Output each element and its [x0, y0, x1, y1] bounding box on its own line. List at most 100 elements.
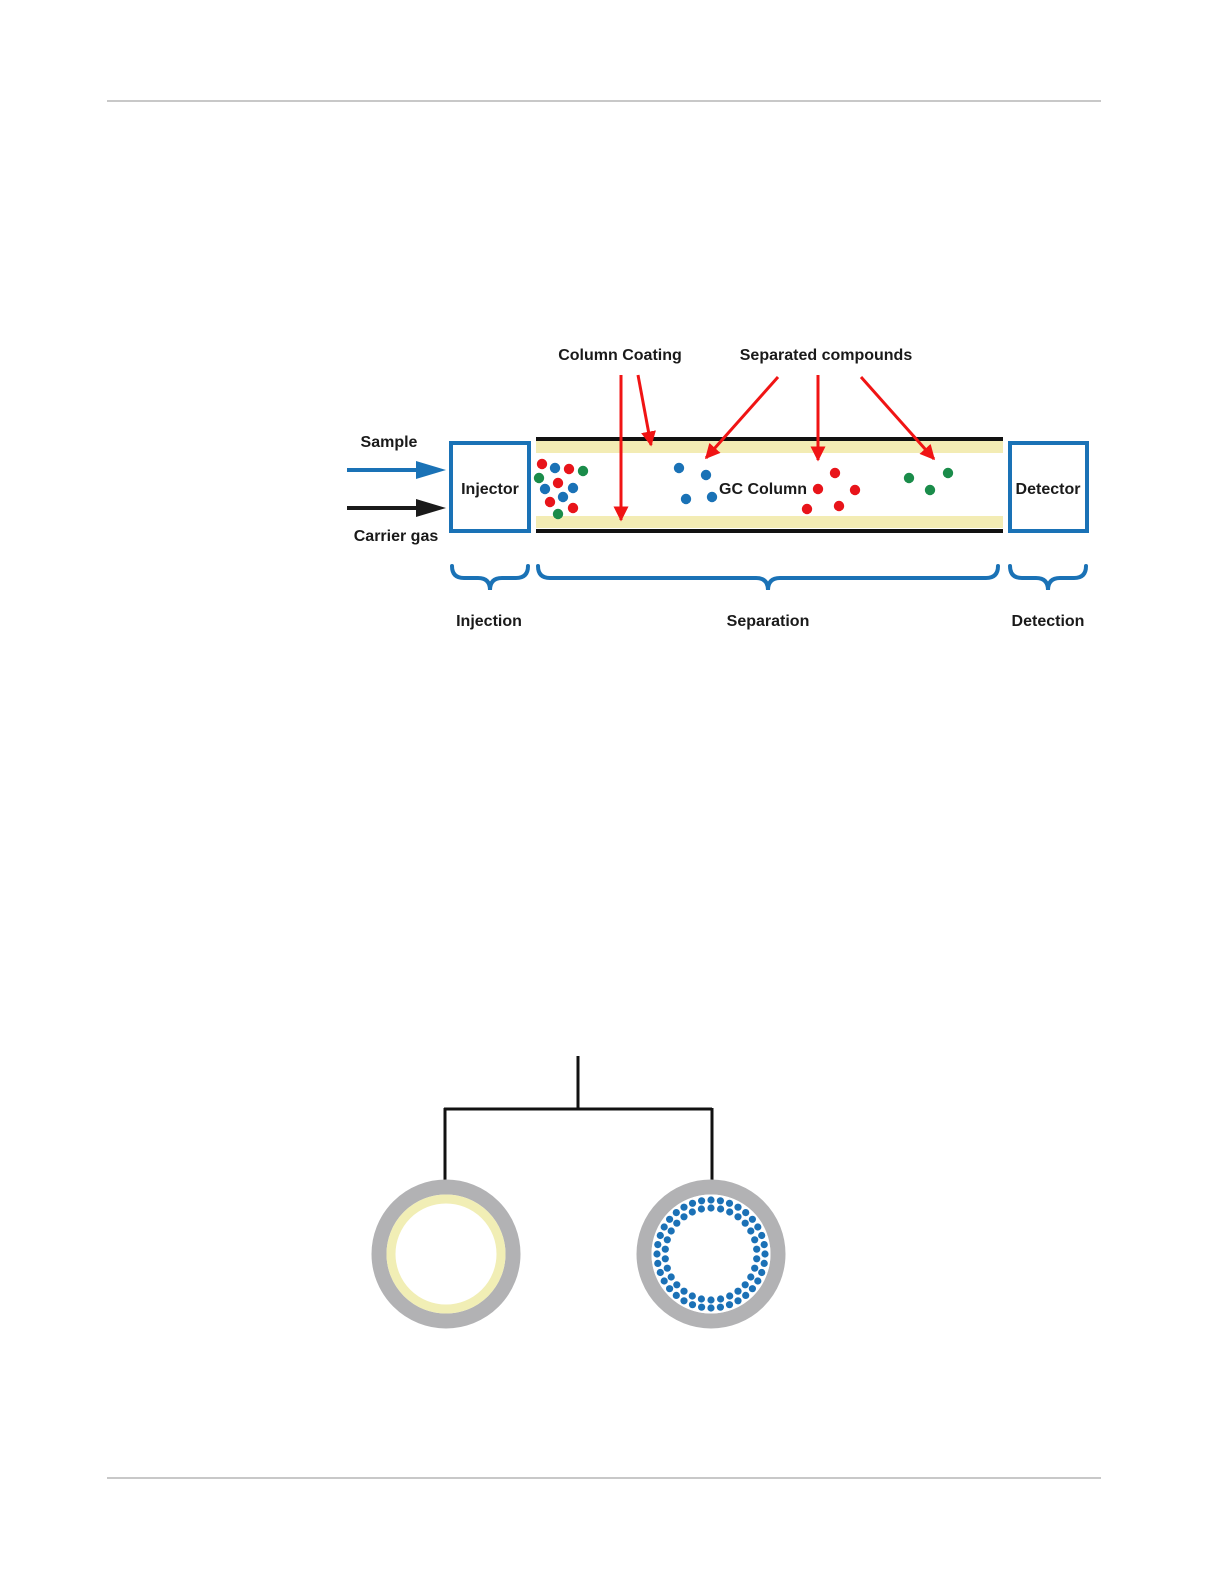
- compound-dot-red: [568, 503, 578, 513]
- particle-dot: [747, 1273, 754, 1280]
- particle-dot: [668, 1227, 675, 1234]
- particle-dot: [751, 1236, 758, 1243]
- particle-dot: [717, 1205, 724, 1212]
- compound-dot-blue: [707, 492, 717, 502]
- particle-dot: [734, 1213, 741, 1220]
- compound-dot-blue: [681, 494, 691, 504]
- tree-connector: [444, 1056, 712, 1181]
- particle-dot: [698, 1197, 705, 1204]
- particle-dot: [673, 1209, 680, 1216]
- compound-dot-red: [802, 504, 812, 514]
- particle-dot: [761, 1241, 768, 1248]
- particle-dot: [661, 1223, 668, 1230]
- particle-dot: [753, 1246, 760, 1253]
- compound-dot-blue: [558, 492, 568, 502]
- compound-dot-red: [813, 484, 823, 494]
- wall-coated-column-icon: [379, 1187, 513, 1321]
- particle-dot: [698, 1304, 705, 1311]
- particle-dot: [754, 1223, 761, 1230]
- particle-dot: [742, 1292, 749, 1299]
- particle-dot: [673, 1281, 680, 1288]
- particle-dot: [666, 1216, 673, 1223]
- detection-brace: [1010, 566, 1086, 590]
- particle-dot: [661, 1277, 668, 1284]
- particle-dot: [662, 1246, 669, 1253]
- detector-label: Detector: [1016, 481, 1081, 498]
- separation-brace: [538, 566, 998, 590]
- particle-dot: [653, 1250, 660, 1257]
- particle-dot: [753, 1255, 760, 1262]
- compound-dot-red: [830, 468, 840, 478]
- particle-dot: [707, 1296, 714, 1303]
- column-coating-top: [536, 441, 1003, 453]
- packed-column-icon: [644, 1187, 778, 1321]
- particle-dot: [657, 1232, 664, 1239]
- injection-brace: [452, 566, 528, 590]
- particle-dot: [654, 1241, 661, 1248]
- particle-dot: [673, 1220, 680, 1227]
- compound-dot-green: [925, 485, 935, 495]
- compound-dot-green: [534, 473, 544, 483]
- gc-column-label: GC Column: [719, 481, 807, 498]
- separation-stage-label: Separation: [727, 613, 810, 630]
- sample-arrow-icon: [347, 461, 446, 479]
- particle-dot: [707, 1304, 714, 1311]
- compound-dot-blue: [550, 463, 560, 473]
- particle-dot: [698, 1205, 705, 1212]
- compound-dot-red: [545, 497, 555, 507]
- compound-dot-red: [564, 464, 574, 474]
- stage-braces: [452, 566, 1086, 590]
- particle-dot: [761, 1260, 768, 1267]
- compound-dot-blue: [701, 470, 711, 480]
- particle-dot: [717, 1197, 724, 1204]
- column-coating-bottom: [536, 516, 1003, 528]
- particle-dot: [742, 1281, 749, 1288]
- compound-dot-red: [553, 478, 563, 488]
- particle-dot: [698, 1295, 705, 1302]
- particle-dot: [673, 1292, 680, 1299]
- particle-dot: [742, 1209, 749, 1216]
- particle-dot: [689, 1200, 696, 1207]
- particle-dot: [680, 1288, 687, 1295]
- carrier-gas-label: Carrier gas: [354, 528, 439, 545]
- separated-compounds-label: Separated compounds: [740, 347, 913, 364]
- gc-diagram: Column Coating Separated compounds Sampl…: [347, 347, 1087, 630]
- particle-dot: [680, 1297, 687, 1304]
- particle-dot: [726, 1208, 733, 1215]
- particle-dot: [726, 1200, 733, 1207]
- particle-dot: [726, 1292, 733, 1299]
- column-types-tree: [379, 1056, 778, 1321]
- column-coating-label: Column Coating: [558, 347, 682, 364]
- particle-dot: [717, 1295, 724, 1302]
- particle-dot: [754, 1277, 761, 1284]
- particle-dot: [680, 1204, 687, 1211]
- compound-dot-red: [537, 459, 547, 469]
- particle-dot: [707, 1204, 714, 1211]
- particle-dot: [758, 1269, 765, 1276]
- particle-dot: [761, 1250, 768, 1257]
- injection-stage-label: Injection: [456, 613, 522, 630]
- compound-dot-green: [553, 509, 563, 519]
- particle-dot: [751, 1265, 758, 1272]
- carrier-gas-arrow-icon: [347, 499, 446, 517]
- compound-dot-green: [904, 473, 914, 483]
- sample-label: Sample: [361, 434, 418, 451]
- particle-dot: [689, 1208, 696, 1215]
- compound-dot-red: [834, 501, 844, 511]
- particle-dot: [734, 1288, 741, 1295]
- particle-dot: [726, 1301, 733, 1308]
- particle-dot: [749, 1285, 756, 1292]
- particle-dot: [664, 1236, 671, 1243]
- particle-dot: [657, 1269, 664, 1276]
- particle-dot: [749, 1216, 756, 1223]
- compound-dot-red: [850, 485, 860, 495]
- particle-dot: [747, 1227, 754, 1234]
- particle-dot: [734, 1297, 741, 1304]
- particle-dot: [680, 1213, 687, 1220]
- particle-dot: [734, 1204, 741, 1211]
- particle-dot: [664, 1265, 671, 1272]
- compound-dot-green: [943, 468, 953, 478]
- particle-dot: [758, 1232, 765, 1239]
- particle-dot: [668, 1273, 675, 1280]
